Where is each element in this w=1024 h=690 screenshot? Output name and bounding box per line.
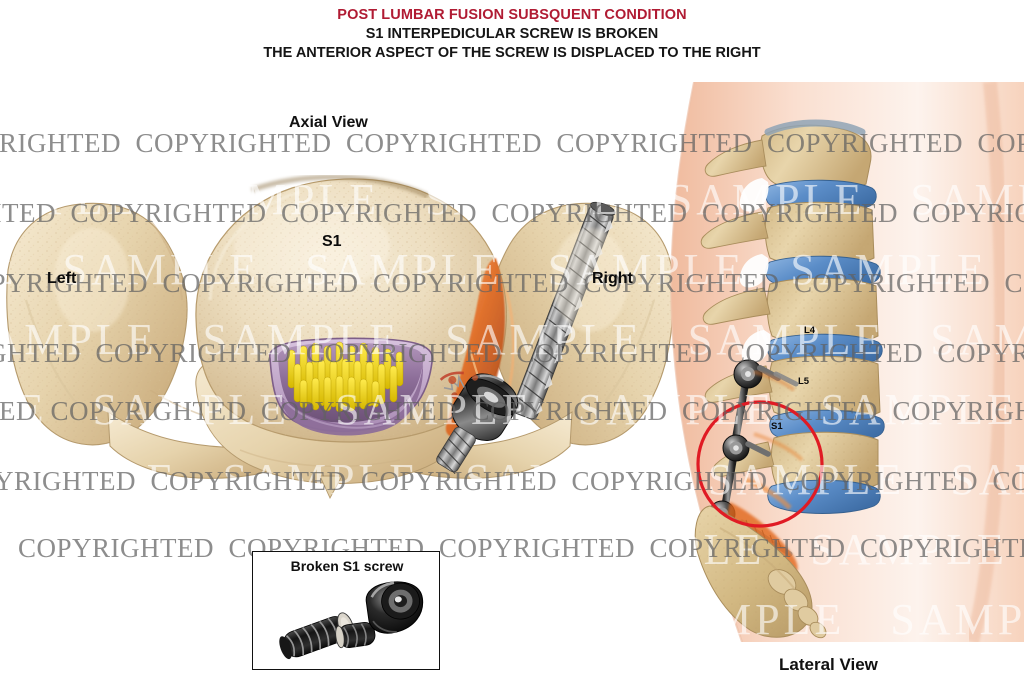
broken-screw-detail-illustration bbox=[279, 581, 424, 660]
axial-view-label: Axial View bbox=[289, 114, 368, 131]
title-line-3: THE ANTERIOR ASPECT OF THE SCREW IS DISP… bbox=[263, 45, 761, 61]
lateral-s1-label: S1 bbox=[771, 421, 783, 432]
title-line-1: POST LUMBAR FUSION SUBSQUENT CONDITION bbox=[337, 7, 687, 23]
axial-s1-label: S1 bbox=[322, 233, 342, 250]
title-block: POST LUMBAR FUSION SUBSQUENT CONDITION S… bbox=[0, 6, 1024, 63]
screw-head-l5 bbox=[722, 434, 771, 462]
broken-screw-head bbox=[436, 371, 519, 475]
inset-title: Broken S1 screw bbox=[290, 558, 404, 574]
title-line-2: S1 INTERPEDICULAR SCREW IS BROKEN bbox=[365, 26, 659, 42]
axial-view-illustration bbox=[6, 174, 674, 500]
axial-right-label: Right bbox=[592, 270, 633, 287]
spinal-canal bbox=[269, 337, 434, 436]
broken-screw-inset: Broken S1 screw bbox=[252, 551, 440, 670]
lateral-view-illustration bbox=[670, 82, 1024, 642]
screw-head-l4 bbox=[733, 359, 799, 389]
bone-highlights bbox=[54, 202, 628, 332]
sacrum-coccyx bbox=[694, 505, 827, 639]
annotation-circle-red bbox=[696, 400, 824, 528]
lateral-l5-label: L5 bbox=[798, 376, 810, 387]
lateral-l4-label: L4 bbox=[804, 325, 816, 336]
lateral-view-label: Lateral View bbox=[779, 655, 878, 674]
screw-fragment-head bbox=[335, 581, 424, 649]
axial-left-label: Left bbox=[47, 270, 77, 287]
nerve-roots bbox=[287, 341, 404, 413]
